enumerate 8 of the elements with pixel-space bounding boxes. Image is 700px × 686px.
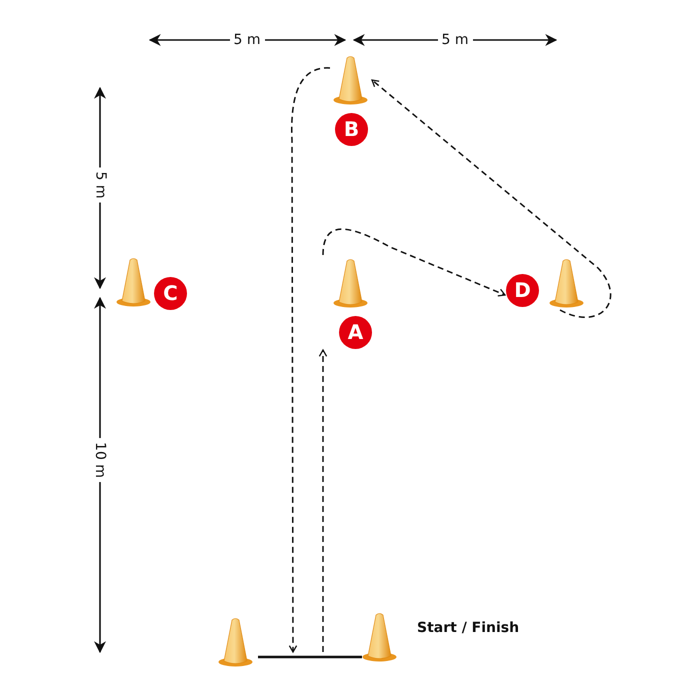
cone-letter: B [335, 113, 368, 146]
route-arrow [318, 349, 328, 652]
cone-letter: A [339, 316, 372, 349]
route-arrow [288, 67, 330, 653]
cone-letter: C [154, 277, 187, 310]
cone-letter: D [506, 274, 539, 307]
route-arrow [322, 228, 506, 297]
route-arrow [371, 79, 612, 318]
